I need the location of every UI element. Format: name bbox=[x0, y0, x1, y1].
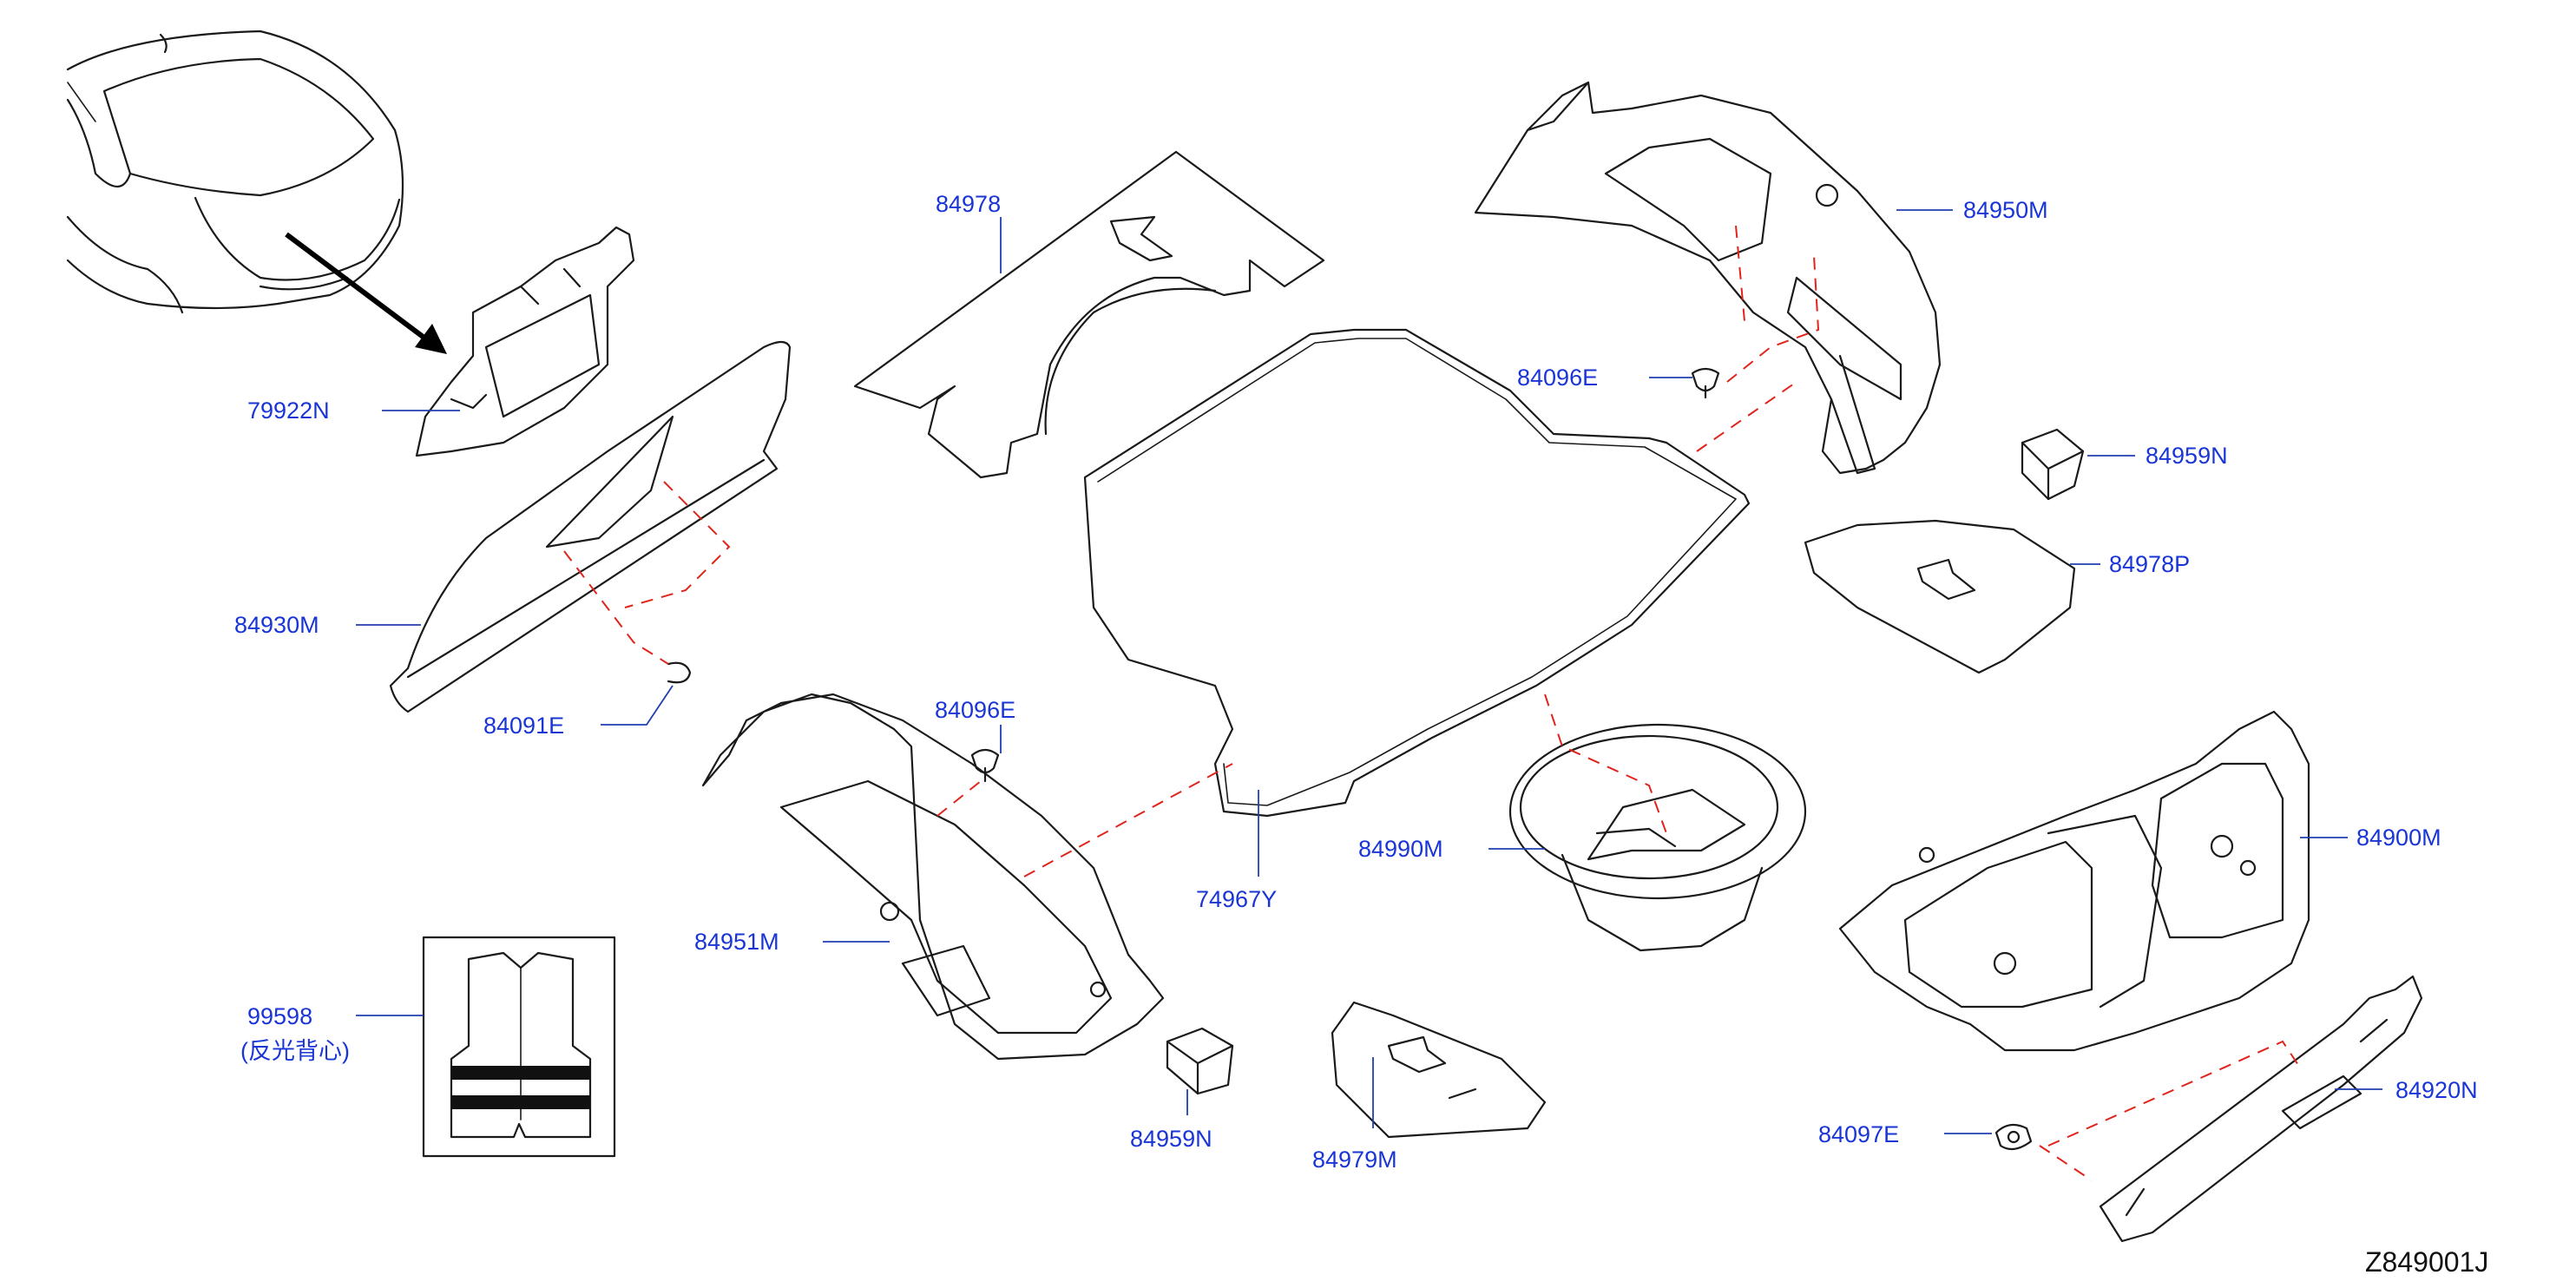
callout-84959N-bottom: 84959N bbox=[1130, 1126, 1212, 1152]
callout-84091E: 84091E bbox=[483, 713, 564, 739]
callout-79922N: 79922N bbox=[247, 398, 330, 424]
vehicle-rear-illustration bbox=[66, 30, 404, 314]
part-99598-vest bbox=[422, 936, 616, 1158]
dash-84920N bbox=[2039, 1040, 2301, 1181]
part-74967Y bbox=[1083, 328, 1751, 818]
fastener-84097E bbox=[1994, 1123, 2033, 1151]
direction-arrow bbox=[285, 232, 447, 354]
callout-74967Y: 74967Y bbox=[1196, 886, 1277, 912]
callout-99598-note: (反光背心) bbox=[240, 1038, 350, 1064]
part-84978P bbox=[1804, 519, 2076, 674]
fastener-84096E-mid bbox=[970, 748, 1000, 783]
part-84900M bbox=[1838, 710, 2310, 1052]
callout-84097E: 84097E bbox=[1818, 1121, 1899, 1147]
part-84950M bbox=[1474, 81, 1942, 475]
dash-84990M bbox=[1544, 693, 1667, 834]
callout-84096E-mid: 84096E bbox=[935, 697, 1015, 723]
callout-84978P: 84978P bbox=[2109, 551, 2190, 577]
part-84959N-right bbox=[2021, 428, 2085, 501]
callout-84959N-right: 84959N bbox=[2146, 443, 2228, 469]
callout-84979M: 84979M bbox=[1312, 1147, 1397, 1173]
callout-84920N: 84920N bbox=[2395, 1077, 2478, 1103]
callout-99598: 99598 bbox=[247, 1003, 312, 1029]
part-84979M bbox=[1331, 1001, 1547, 1139]
dash-84950M bbox=[1696, 225, 1820, 452]
callout-84900M: 84900M bbox=[2356, 825, 2441, 851]
part-84978 bbox=[853, 150, 1325, 479]
dash-84930M bbox=[563, 481, 731, 665]
leader-lines bbox=[356, 209, 2382, 1134]
callout-84950M: 84950M bbox=[1963, 197, 2048, 223]
part-79922N bbox=[415, 226, 635, 457]
drawing-code: Z849001J bbox=[2365, 1246, 2488, 1278]
part-84951M bbox=[701, 693, 1165, 1061]
part-84920N bbox=[2099, 975, 2423, 1243]
dash-84951M bbox=[936, 763, 1233, 877]
callout-84930M: 84930M bbox=[234, 612, 319, 638]
part-84959N-bottom bbox=[1166, 1027, 1234, 1095]
fastener-84096E-top bbox=[1691, 367, 1720, 399]
part-84990M bbox=[1508, 723, 1807, 952]
callout-84096E-top: 84096E bbox=[1517, 365, 1598, 391]
fastener-84091E bbox=[667, 661, 692, 684]
callout-84978: 84978 bbox=[936, 191, 1001, 217]
callout-84951M: 84951M bbox=[694, 929, 779, 955]
part-84930M bbox=[389, 340, 792, 713]
callout-labels: 79922N 84930M 84091E 84978 84950M 84096E… bbox=[234, 191, 2488, 1278]
callout-84990M: 84990M bbox=[1358, 836, 1443, 862]
